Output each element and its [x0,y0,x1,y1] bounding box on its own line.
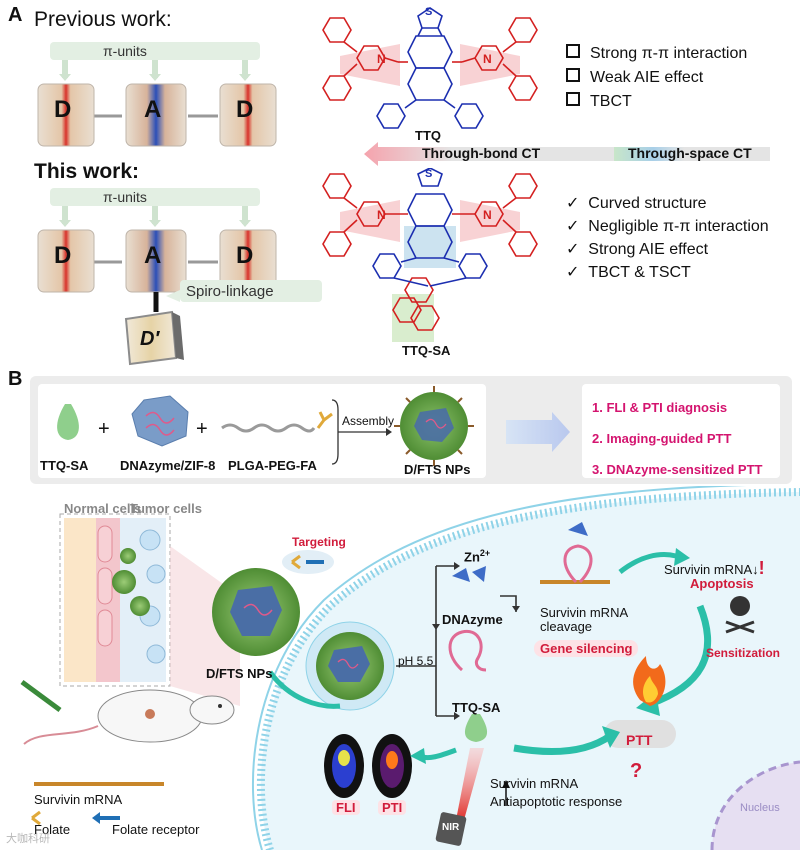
ttq-sa-n-left: N [377,208,386,222]
legend-folate-receptor: Folate receptor [112,822,200,837]
prev-prop-2: Weak AIE effect [566,66,747,90]
apoptosis-label: Apoptosis [690,576,754,591]
ct-arrows [364,142,770,166]
previous-work-title: Previous work: [34,8,172,31]
prev-prop-3: TBCT [566,90,747,114]
legend-folate: Folate [34,822,71,837]
zn-label: Zn2+ [464,548,491,565]
this-prop-4: ✓ TBCT & TSCT [566,264,691,281]
gene-silencing-label: Gene silencing [534,640,639,657]
component-plga-peg-fa: PLGA-PEG-FA [228,458,317,473]
component-dnazyme-zif8: DNAzyme/ZIF-8 [120,458,216,473]
through-space-ct-label: Through-space CT [628,145,752,161]
this-work-title: This work: [34,160,140,183]
antiapoptotic-label: Antiapoptotic response [490,794,623,809]
ttq-sa-path-label: TTQ-SA [452,700,501,715]
component-ttq-sa: TTQ-SA [40,458,89,473]
nucleus-label: Nucleus [740,802,780,814]
survivin-up-label: Survivin mRNA [490,776,579,791]
spiro-linkage-label: Spiro-linkage [186,283,274,300]
prev-prop-1: Strong π-π interaction [566,42,747,66]
plus-sign-1: + [98,418,110,440]
donor-prime-label: D′ [140,328,160,350]
ttq-n-left: N [377,52,386,66]
this-prop-1: ✓ Curved structure [566,195,707,212]
donor-label-3: D [54,242,72,269]
assembly-label: Assembly [342,414,395,428]
acceptor-label-2: A [144,242,162,269]
legend-survivin-mrna: Survivin mRNA [34,792,123,807]
assembly-graphics [38,384,780,478]
outcome-2: 2. Imaging-guided PTT [592,431,732,446]
panel-b-letter: B [8,368,23,390]
tumor-cells-label: Tumor cells [130,501,203,516]
np-product-label: D/FTS NPs [404,462,471,477]
plus-sign-2: + [196,418,208,440]
outcomes-list: 1. FLI & PTI diagnosis 2. Imaging-guided… [592,392,763,485]
dnazyme-label: DNAzyme [442,612,503,627]
outcome-3: 3. DNAzyme-sensitized PTT [592,462,763,477]
mechanism-scene [20,486,800,850]
ttq-n-right: N [483,52,492,66]
nir-label: NIR [442,822,460,833]
this-prop-2: ✓ Negligible π-π interaction [566,218,769,235]
ttq-structure [322,7,538,129]
through-bond-ct-label: Through-bond CT [422,145,541,161]
previous-properties-list: Strong π-π interaction Weak AIE effect T… [566,42,747,114]
donor-label-2: D [236,96,254,123]
ttq-s-atom: S [425,6,433,18]
survivin-down-label: Survivin mRNA↓! [664,558,765,578]
this-work-dad-diagram [37,188,322,366]
ptt-label: PTT [626,732,653,748]
targeting-label: Targeting [292,535,346,549]
ttq-sa-label: TTQ-SA [402,343,451,358]
dfts-nps-label: D/FTS NPs [206,666,273,681]
pi-units-label-bottom: π-units [103,189,147,205]
ttq-sa-structure [322,168,538,342]
ph-label: pH 5.5 [398,654,434,668]
previous-dad-diagram [37,42,277,147]
pti-label: PTI [378,800,407,815]
watermark-logo: 大咖科研 [6,833,50,845]
sensitization-label: Sensitization [706,646,781,660]
donor-label-1: D [54,96,72,123]
normal-cells-label: Normal cells [64,501,142,516]
ttq-sa-n-right: N [483,208,492,222]
acceptor-label-1: A [144,96,162,123]
this-prop-3: ✓ Strong AIE effect [566,241,709,258]
ttq-sa-s-atom: S [425,168,433,180]
fli-label: FLI [332,800,360,815]
donor-label-4: D [236,242,254,269]
cleavage-label: Survivin mRNA cleavage [540,605,628,634]
this-work-properties-list: ✓ Curved structure ✓ Negligible π-π inte… [566,192,769,284]
ttq-label: TTQ [415,128,441,143]
question-mark-icon: ? [630,760,643,782]
pi-units-label-top: π-units [103,43,147,59]
outcome-1: 1. FLI & PTI diagnosis [592,400,728,415]
panel-a-letter: A [8,4,23,26]
